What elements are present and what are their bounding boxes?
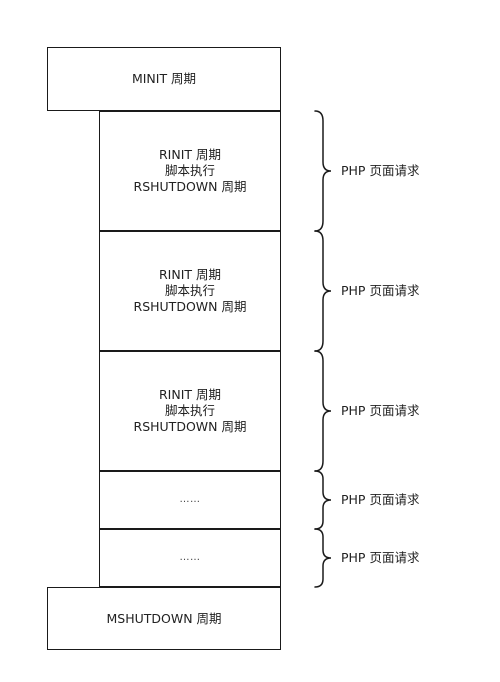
php-request-label: PHP 页面请求 [341, 492, 420, 507]
ellipsis-label: …… [179, 552, 201, 563]
request-box-2: RINIT 周期 脚本执行 RSHUTDOWN 周期 [99, 231, 281, 351]
rshutdown-label: RSHUTDOWN 周期 [133, 419, 247, 434]
curly-brace-4 [314, 470, 332, 530]
php-request-label: PHP 页面请求 [341, 283, 420, 298]
script-exec-label: 脚本执行 [164, 403, 215, 418]
request-box-5: …… [99, 529, 281, 587]
curly-brace-2 [314, 230, 332, 352]
php-request-label: PHP 页面请求 [341, 163, 420, 178]
curly-brace-1 [314, 110, 332, 232]
curly-brace-5 [314, 528, 332, 588]
rinit-label: RINIT 周期 [158, 267, 221, 282]
script-exec-label: 脚本执行 [164, 283, 215, 298]
rinit-label: RINIT 周期 [158, 147, 221, 162]
ellipsis-label: …… [179, 494, 201, 505]
minit-box: MINIT 周期 [47, 47, 281, 111]
curly-brace-3 [314, 350, 332, 472]
mshutdown-box: MSHUTDOWN 周期 [47, 587, 281, 650]
rinit-label: RINIT 周期 [158, 387, 221, 402]
script-exec-label: 脚本执行 [164, 163, 215, 178]
mshutdown-label: MSHUTDOWN 周期 [106, 610, 222, 626]
minit-label: MINIT 周期 [131, 71, 197, 86]
php-request-label: PHP 页面请求 [341, 403, 420, 418]
request-box-4: …… [99, 471, 281, 529]
php-request-label: PHP 页面请求 [341, 550, 420, 565]
request-box-3: RINIT 周期 脚本执行 RSHUTDOWN 周期 [99, 351, 281, 471]
rshutdown-label: RSHUTDOWN 周期 [133, 299, 247, 314]
rshutdown-label: RSHUTDOWN 周期 [133, 179, 247, 194]
request-box-1: RINIT 周期 脚本执行 RSHUTDOWN 周期 [99, 111, 281, 231]
